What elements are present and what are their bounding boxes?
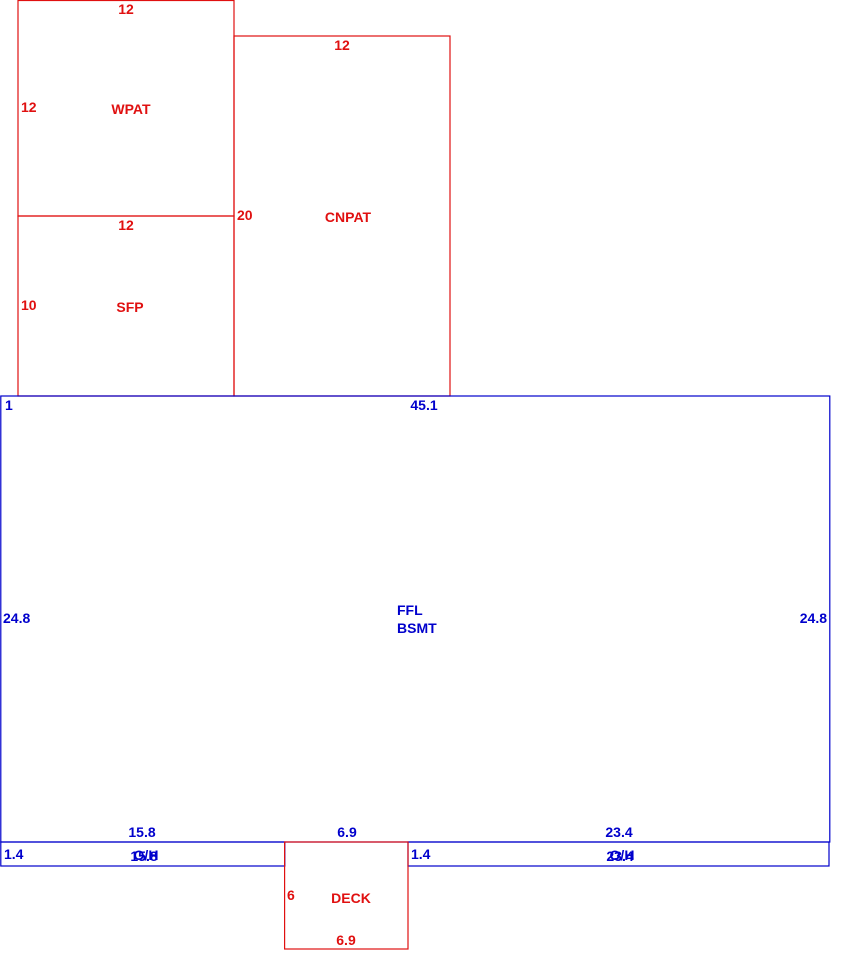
main-right-dimension: 24.8 — [800, 610, 827, 626]
main-top-left-dimension: 1 — [5, 397, 13, 413]
sfp-side-dimension: 10 — [21, 297, 37, 313]
main-label-line2: BSMT — [397, 620, 437, 636]
oh-left-side-dimension: 1.4 — [4, 846, 24, 862]
wpat-label: WPAT — [111, 101, 151, 117]
cnpat-side-dimension: 20 — [237, 207, 253, 223]
oh-right-overlap-dimension: 23.4 — [606, 848, 633, 864]
deck-bottom-dimension: 6.9 — [336, 932, 356, 948]
oh-right-label: O/H — [610, 847, 635, 863]
sfp-top-dimension: 12 — [118, 217, 134, 233]
cnpat-top-dimension: 12 — [334, 37, 350, 53]
oh-left-overlap-dimension: 15.8 — [130, 848, 157, 864]
cnpat-label: CNPAT — [325, 209, 372, 225]
sfp-label: SFP — [116, 299, 143, 315]
deck-outline — [284, 841, 409, 950]
wpat-side-dimension: 12 — [21, 99, 37, 115]
deck-side-dimension: 6 — [287, 887, 295, 903]
oh-right-side-dimension: 1.4 — [411, 846, 431, 862]
main-top-dimension: 45.1 — [410, 397, 437, 413]
main-label-line1: FFL — [397, 602, 423, 618]
oh-left-label: O/H — [134, 847, 159, 863]
wpat-top-dimension: 12 — [118, 1, 134, 17]
deck-label: DECK — [331, 890, 371, 906]
main-left-dimension: 24.8 — [3, 610, 30, 626]
main-ffl-outline — [0, 395, 831, 843]
main-bottom-left-dimension: 15.8 — [128, 824, 155, 840]
main-bottom-right-dimension: 23.4 — [605, 824, 632, 840]
deck-top-dimension: 6.9 — [337, 824, 357, 840]
